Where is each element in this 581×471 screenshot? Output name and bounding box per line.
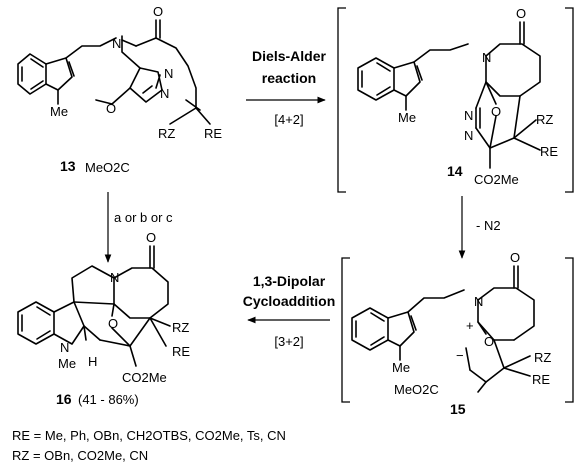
c13-rz-label: RZ [158,126,175,141]
c15-plus-charge: + [466,318,474,333]
compound-14-number: 14 [447,163,463,179]
c13-amide-n-label: N [112,36,121,51]
c16-h-label: H [88,354,97,369]
compound-14-structure [357,21,541,169]
c14-n2-label: N [464,128,473,143]
c15-bracket-right [565,257,574,403]
c15-me-label: Me [392,360,410,375]
c13-carbonyl-o-label: O [153,4,163,19]
c16-rz-label: RZ [172,320,189,335]
c14-me-label: Me [398,110,416,125]
c15-ester-label: MeO2C [394,382,439,397]
c14-rz-label: RZ [536,112,553,127]
compound-16-yield: (41 - 86%) [78,392,139,407]
compound-13-structure [17,19,211,125]
c14-carbonyl-o-label: O [516,6,526,21]
c13-ring-n1-label: N [160,86,169,101]
c14-re-label: RE [540,144,558,159]
compound-15-structure [351,265,535,393]
n2-loss-label: - N2 [476,218,501,233]
c14-n1-label: N [464,108,473,123]
legend-re-values: = Me, Ph, OBn, CH2OTBS, CO2Me, Ts, CN [30,428,286,443]
c13-ester-label: MeO2C [85,160,130,175]
c15-minus-charge: − [456,348,464,363]
c16-ester-label: CO2Me [122,370,167,385]
c15-bracket-left [341,257,350,403]
c16-carbonyl-o-label: O [146,230,156,245]
c15-amide-n-label: N [474,294,483,309]
legend-rz-line: RZ = OBn, CO2Me, CN [12,448,148,463]
c14-bridge-o-label: O [491,104,501,119]
compound-16-structure [17,245,171,367]
diels-alder-sub-label: [4+2] [274,112,303,127]
dipolar-label-line2: Cycloaddition [243,293,336,309]
dipolar-label-line1: 1,3-Dipolar [253,273,326,289]
legend-rz-values: = OBn, CO2Me, CN [29,448,149,463]
c13-ring-n2-label: N [164,66,173,81]
compound-15-number: 15 [450,401,466,417]
c14-ester-label: CO2Me [474,172,519,187]
diels-alder-label-line1: Diels-Alder [252,48,326,64]
c15-oxide-o-label: O [484,334,494,349]
c16-amide-n-label: N [110,270,119,285]
c14-bracket-right [565,7,574,193]
direct-conditions-label: a or b or c [114,210,173,225]
legend-re-label: RE [12,428,31,443]
c16-re-label: RE [172,344,190,359]
legend-rz-label: RZ [12,448,30,463]
legend-re-line: RE = Me, Ph, OBn, CH2OTBS, CO2Me, Ts, CN [12,428,286,443]
c15-re-label: RE [532,372,550,387]
c16-me-label: Me [58,356,76,371]
c15-rz-label: RZ [534,350,551,365]
c13-re-label: RE [204,126,222,141]
compound-13-number: 13 [60,158,76,174]
c13-ring-o-label: O [106,101,116,116]
c16-nh-label: N [60,340,69,355]
c16-bridge-o-label: O [108,316,118,331]
c14-bracket-left [337,7,346,193]
c15-carbonyl-o-label: O [510,250,520,265]
c14-amide-n-label: N [482,50,491,65]
dipolar-sub-label: [3+2] [274,334,303,349]
diels-alder-label-line2: reaction [262,70,316,86]
c13-me-label: Me [50,104,68,119]
compound-16-number: 16 [56,391,72,407]
